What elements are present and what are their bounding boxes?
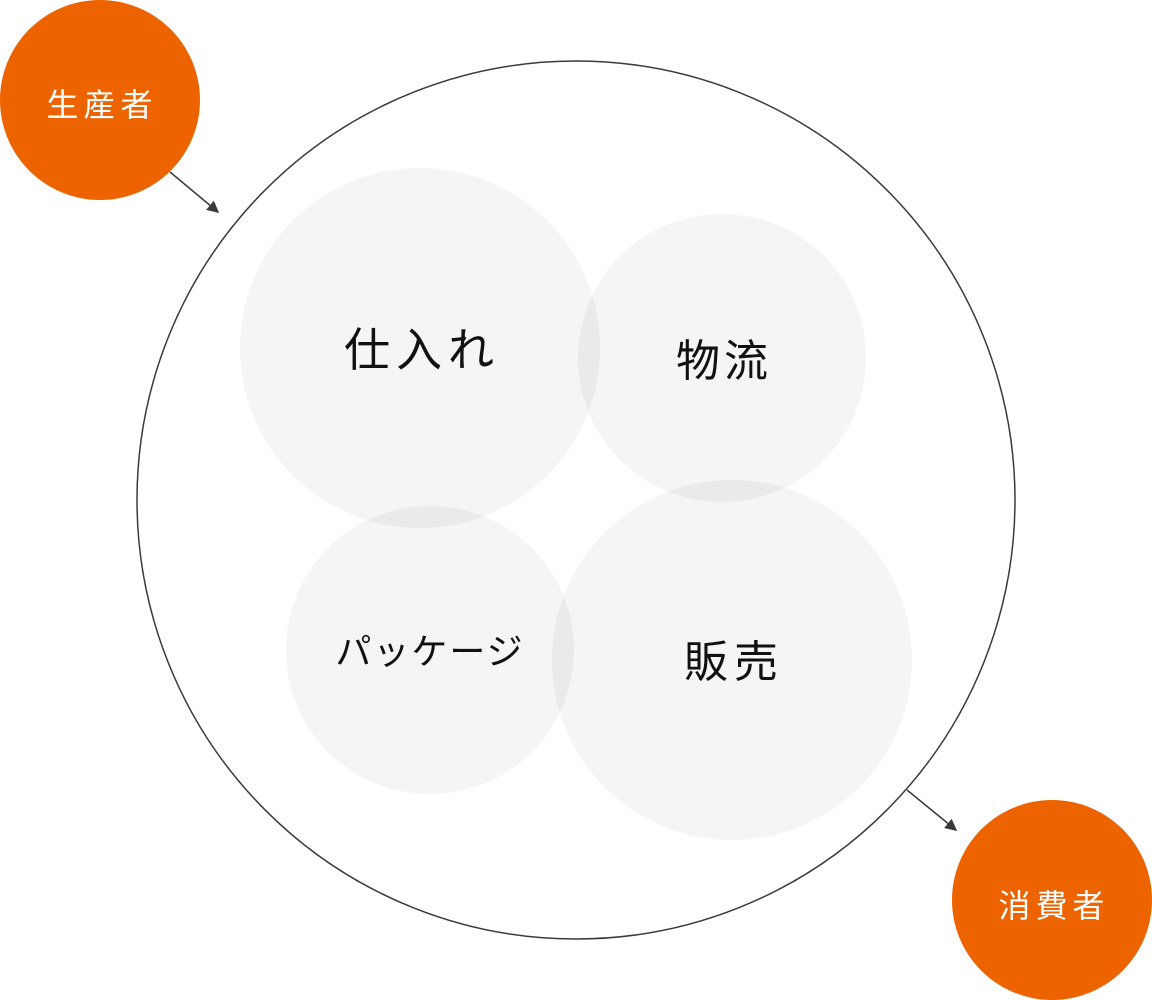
consumer-label: 消費者 xyxy=(998,887,1109,925)
circle-packaging xyxy=(286,506,574,794)
arrow-out xyxy=(906,789,958,831)
label-procurement: 仕入れ xyxy=(344,323,500,377)
label-sales: 販売 xyxy=(684,637,784,688)
outer-circle xyxy=(136,60,1016,940)
circle-sales xyxy=(552,480,912,840)
circle-procurement xyxy=(240,168,600,528)
label-packaging: パッケージ xyxy=(335,632,524,673)
label-logistics: 物流 xyxy=(676,336,772,387)
producer-label: 生産者 xyxy=(46,86,157,124)
arrow-in xyxy=(169,171,220,213)
consumer-circle xyxy=(952,800,1152,1000)
circle-logistics xyxy=(578,214,866,502)
producer-circle xyxy=(0,0,200,200)
